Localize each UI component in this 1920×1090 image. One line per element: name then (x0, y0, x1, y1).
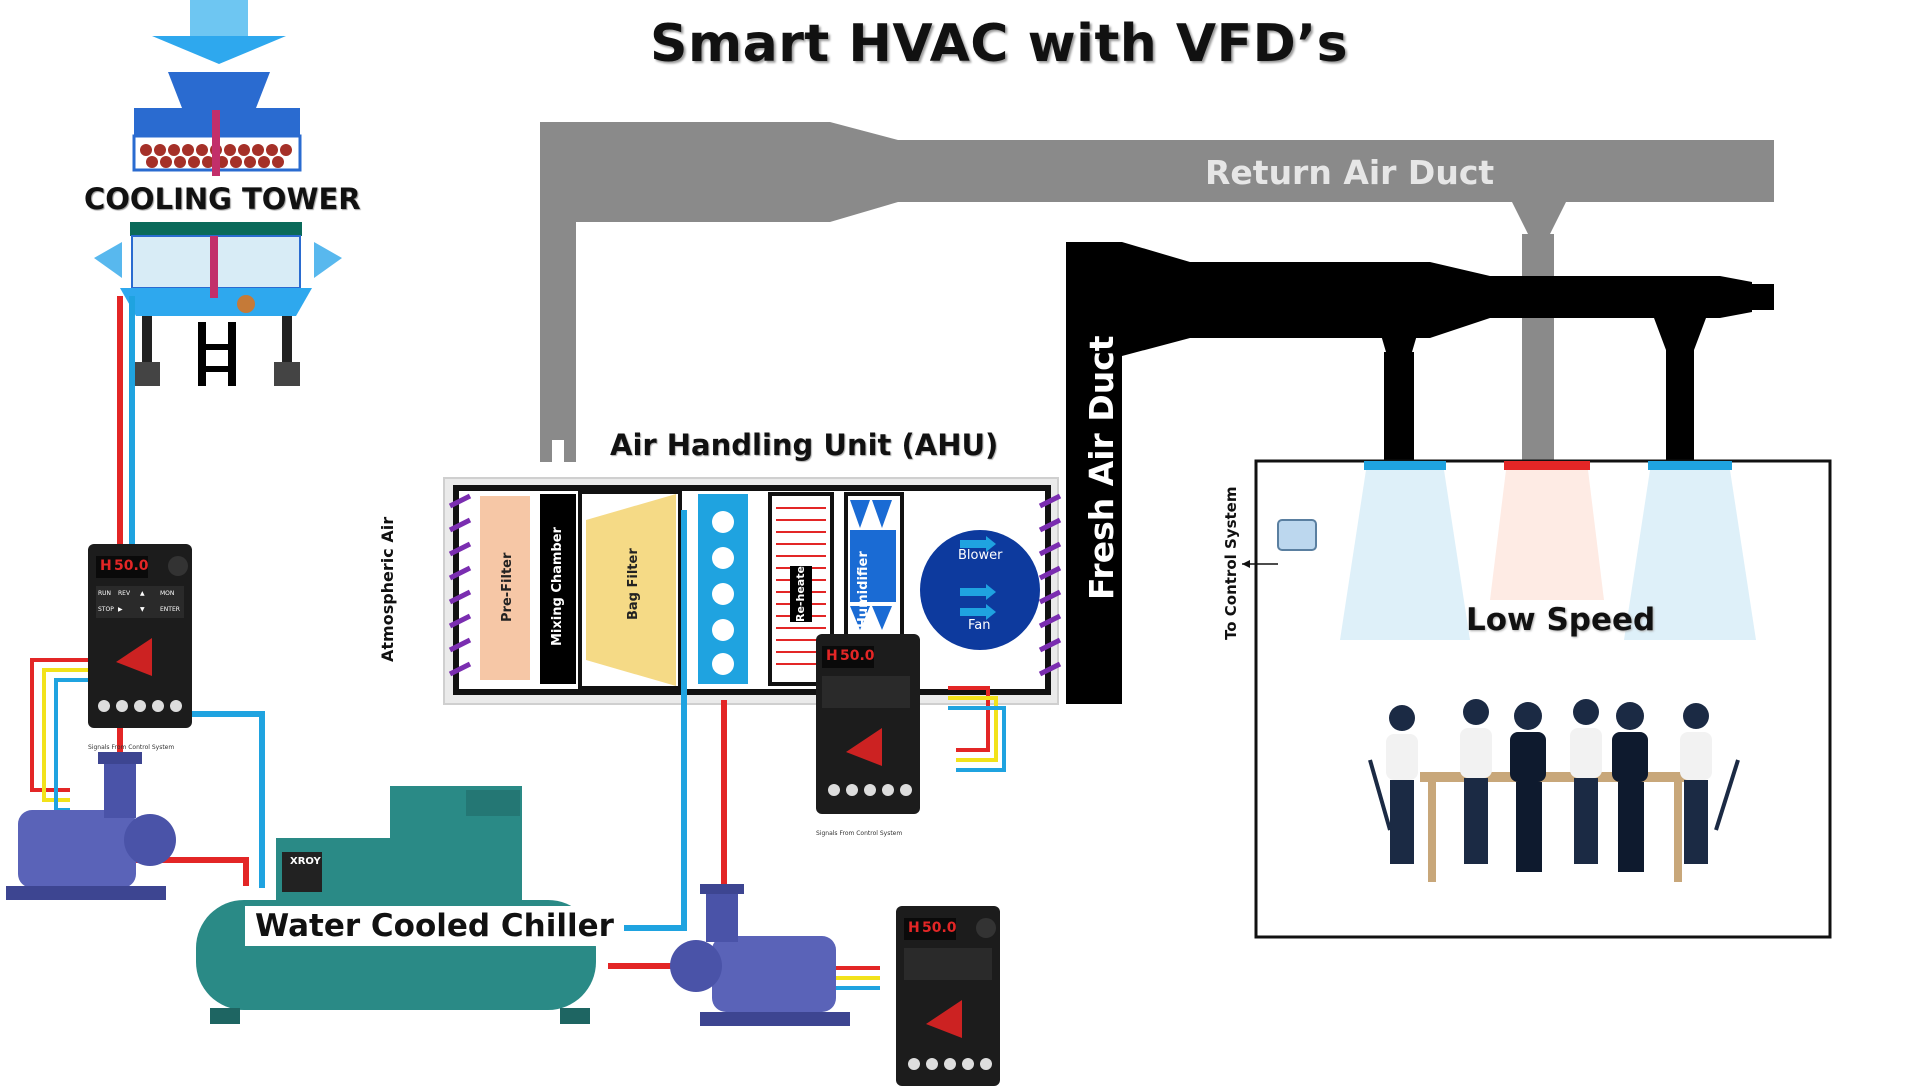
fan-speed-status: Low Speed (1466, 602, 1656, 638)
to-control-system-label: To Control System (1222, 486, 1240, 640)
atmospheric-air-label: Atmospheric Air (378, 516, 397, 662)
conference-room (1242, 459, 1832, 939)
cooling-tower (94, 0, 342, 386)
vfd-up-button: ▲ (140, 590, 145, 597)
vfd-enter-button: ENTER (160, 606, 180, 613)
vfd-display-value: 50.0 (114, 558, 149, 574)
vfd-display-value: 50.0 (840, 648, 875, 664)
vfd-rev-button: REV (118, 590, 131, 597)
vfd-display-prefix: H (908, 920, 920, 936)
return-air-duct-label: Return Air Duct (1205, 153, 1495, 192)
vfd-run-button: RUN (98, 590, 112, 597)
condenser-pump (6, 752, 176, 900)
vfd-display-value: 50.0 (922, 920, 957, 936)
cooling-tower-label: COOLING TOWER (84, 182, 361, 216)
vfd-ahu-blower (816, 634, 920, 814)
water-cooled-chiller (196, 786, 596, 1024)
ahu-label: Air Handling Unit (AHU) (610, 428, 999, 462)
vfd-cooling-tower (88, 544, 192, 728)
vfd-shift-button: ▶ (118, 606, 123, 613)
re-heater-label: Re-heater (794, 560, 807, 622)
vfd-display-prefix: H (100, 558, 112, 574)
fresh-air-duct-label: Fresh Air Duct (1082, 335, 1121, 600)
mixing-chamber-label: Mixing Chamber (550, 527, 565, 646)
signals-label: Signals From Control System (88, 744, 175, 751)
chiller-brand: XROY (290, 856, 321, 867)
chiller-label: Water Cooled Chiller (245, 906, 624, 946)
pre-filter-label: Pre-Filter (500, 552, 515, 622)
blower-label: Blower (958, 548, 1003, 563)
vfd-mon-button: MON (160, 590, 175, 597)
chilled-water-pump (670, 884, 850, 1026)
air-handling-unit (443, 477, 1062, 705)
vfd-stop-button: STOP (98, 606, 114, 613)
return-air-duct (540, 122, 1774, 462)
humidifier-label: Humidifier (856, 551, 871, 628)
vfd-chilled-pump (896, 906, 1000, 1086)
fan-label: Fan (968, 618, 991, 633)
fresh-air-duct (1066, 242, 1774, 704)
bag-filter-label: Bag Filter (626, 548, 641, 620)
signals-label: Signals From Control System (816, 830, 903, 837)
vfd-down-button: ▼ (140, 606, 145, 613)
page-title: Smart HVAC with VFD’s (650, 14, 1349, 74)
vfd-display-prefix: H (826, 648, 838, 664)
mixing-arrow-icon (542, 440, 574, 476)
